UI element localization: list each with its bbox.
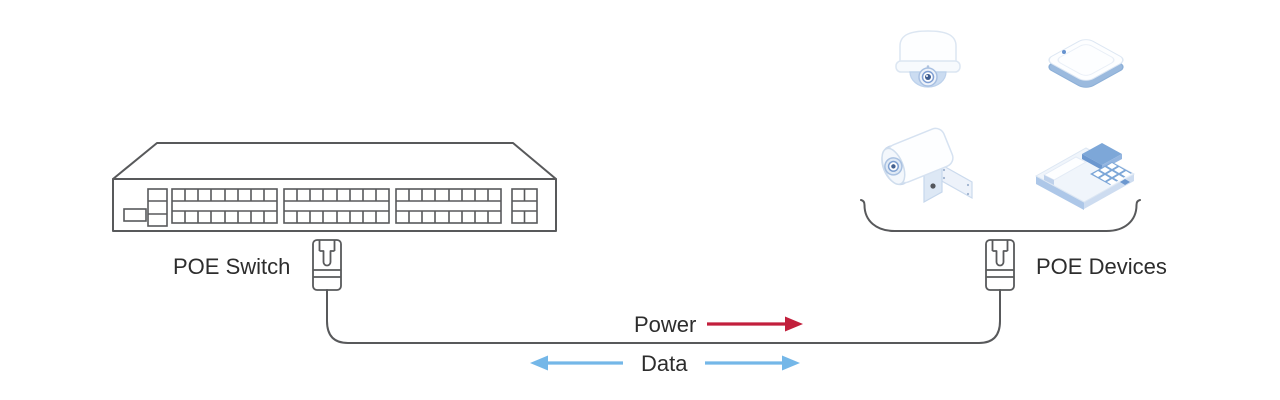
devices-bracket: [860, 199, 1141, 232]
bullet-camera-icon: [881, 127, 973, 204]
power-label: Power: [634, 312, 697, 337]
data-arrow-right: [705, 355, 800, 371]
rj45-connector-left-icon: [312, 239, 342, 291]
data-label: Data: [641, 351, 688, 376]
data-arrowhead-left: [530, 355, 548, 371]
access-point-icon: [1048, 39, 1124, 88]
poe-switch-illustration: [112, 142, 557, 232]
phone-keypad: [1090, 162, 1132, 185]
phone-handset: [1042, 156, 1088, 185]
camera-lens: [918, 67, 938, 87]
dome-camera-icon: [895, 30, 961, 88]
ap-led: [1062, 50, 1066, 54]
power-arrowhead: [785, 316, 803, 332]
ip-phone-icon: [1034, 143, 1136, 210]
poe-switch-label: POE Switch: [173, 254, 291, 279]
ethernet-cable: [326, 289, 1001, 344]
camera-body: [881, 127, 954, 186]
power-arrow: [707, 316, 803, 332]
data-arrowhead-right: [782, 355, 800, 371]
data-arrow-left: [530, 355, 623, 371]
switch-ports: [123, 188, 538, 227]
poe-devices-label: POE Devices: [1036, 254, 1167, 279]
